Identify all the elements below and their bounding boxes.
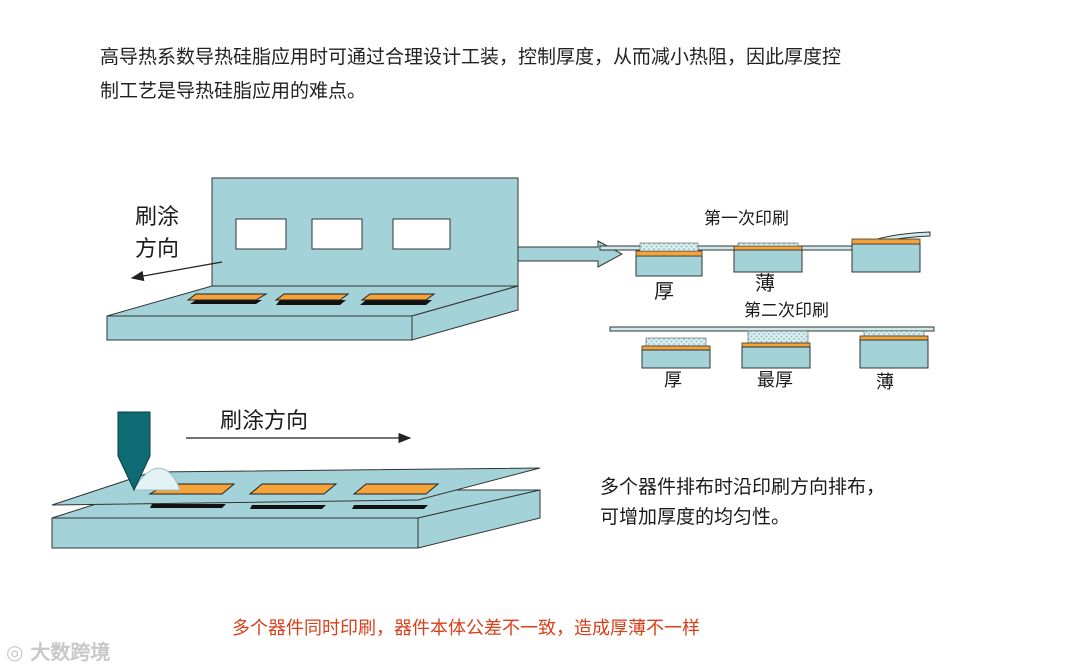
- paste-layer-thin: [863, 330, 925, 337]
- intro-line-1: 高导热系数导热硅脂应用时可通过合理设计工装，控制厚度，从而减小热阻，因此厚度控: [100, 46, 842, 68]
- pad: [248, 483, 338, 495]
- stencil-window: [235, 218, 287, 250]
- component-body: [851, 243, 921, 273]
- component-pad: [741, 342, 811, 348]
- pad-shadow: [360, 300, 432, 305]
- paste-layer-thick: [645, 337, 707, 347]
- stencil-sheet: [609, 326, 935, 332]
- first-print-label-thin: 薄: [755, 271, 775, 295]
- pad-shadow: [190, 300, 262, 304]
- note-line-2: 可增加厚度的均匀性。: [600, 506, 790, 528]
- lower-stencil-figure: 刷涂方向: [51, 409, 541, 549]
- stencil-window: [311, 218, 363, 250]
- squeegee-nozzle: [117, 411, 151, 492]
- pad: [274, 293, 350, 301]
- paste-bead: [133, 467, 181, 491]
- base-block-front: [51, 517, 419, 549]
- pad: [186, 293, 268, 301]
- first-print-label-thick: 厚: [654, 279, 674, 303]
- component-body: [635, 255, 703, 277]
- second-print-label-thickest: 最厚: [757, 370, 793, 391]
- pad-shadow: [150, 504, 226, 508]
- note-line-1: 多个器件排布时沿印刷方向排布，: [600, 476, 885, 498]
- paste-layer-thickest: [747, 330, 809, 344]
- intro-line-2: 制工艺是导热硅脂应用的难点。: [100, 80, 367, 102]
- footer-caption: 多个器件同时印刷，器件本体公差不一致，造成厚薄不一样: [232, 618, 700, 639]
- stencil-window: [392, 218, 451, 250]
- upper-direction-label-2: 方向: [135, 237, 179, 262]
- base-plate-side: [411, 285, 519, 341]
- component-body: [733, 249, 803, 273]
- base-plate-front: [106, 315, 413, 341]
- component-body: [859, 339, 929, 369]
- paste-layer-thick: [639, 242, 699, 252]
- component-pad: [641, 345, 711, 351]
- upper-direction-label-1: 刷涂: [135, 205, 179, 230]
- component-pad: [635, 250, 703, 257]
- second-print-figure: 第二次印刷 厚 最厚 薄: [609, 301, 935, 393]
- component-body: [741, 346, 811, 369]
- pad-shadow: [352, 505, 428, 509]
- watermark-text: 大数跨境: [30, 640, 111, 664]
- pad-shadow: [250, 505, 326, 509]
- first-print-title: 第一次印刷: [704, 209, 789, 229]
- watermark: ◎ 大数跨境: [6, 636, 110, 665]
- second-print-label-thin: 薄: [876, 372, 894, 393]
- connector-arrow: [517, 240, 624, 268]
- pad-shadow: [276, 300, 346, 305]
- upper-direction-arrow: [130, 261, 223, 282]
- component-pad: [733, 245, 803, 251]
- base-block-side: [417, 489, 541, 549]
- first-print-figure: 第一次印刷 厚 薄: [599, 209, 931, 303]
- paste-layer-thin: [737, 242, 799, 247]
- second-print-title: 第二次印刷: [744, 301, 829, 321]
- component-body: [641, 349, 711, 369]
- lower-direction-label: 刷涂方向: [220, 409, 308, 434]
- component-pads: [186, 293, 436, 305]
- pad: [352, 483, 440, 495]
- pad: [360, 293, 436, 301]
- component-pad: [859, 335, 929, 341]
- second-print-label-thick: 厚: [664, 370, 682, 391]
- component-pad: [851, 238, 921, 245]
- upper-stencil-figure: 刷涂 方向: [106, 177, 624, 341]
- intro-text: 高导热系数导热硅脂应用时可通过合理设计工装，控制厚度，从而减小热阻，因此厚度控 …: [100, 40, 1000, 108]
- watermark-icon: ◎: [6, 640, 31, 664]
